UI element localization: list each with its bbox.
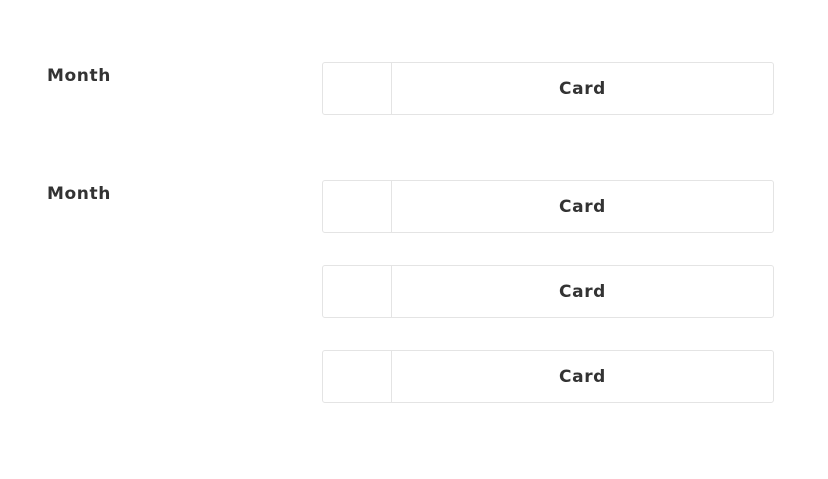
card-thumbnail: [323, 266, 392, 317]
card[interactable]: Card: [322, 265, 774, 318]
card-label: Card: [559, 78, 606, 99]
month-label: Month: [47, 66, 111, 86]
month-label: Month: [47, 184, 111, 204]
card-thumbnail: [323, 351, 392, 402]
card-thumbnail: [323, 181, 392, 232]
card-list: Card: [322, 62, 774, 115]
card-list: Card Card Card: [322, 180, 774, 403]
card-label: Card: [559, 366, 606, 387]
card[interactable]: Card: [322, 350, 774, 403]
card-thumbnail: [323, 63, 392, 114]
card-label: Card: [559, 281, 606, 302]
card[interactable]: Card: [322, 62, 774, 115]
card-label: Card: [559, 196, 606, 217]
card[interactable]: Card: [322, 180, 774, 233]
